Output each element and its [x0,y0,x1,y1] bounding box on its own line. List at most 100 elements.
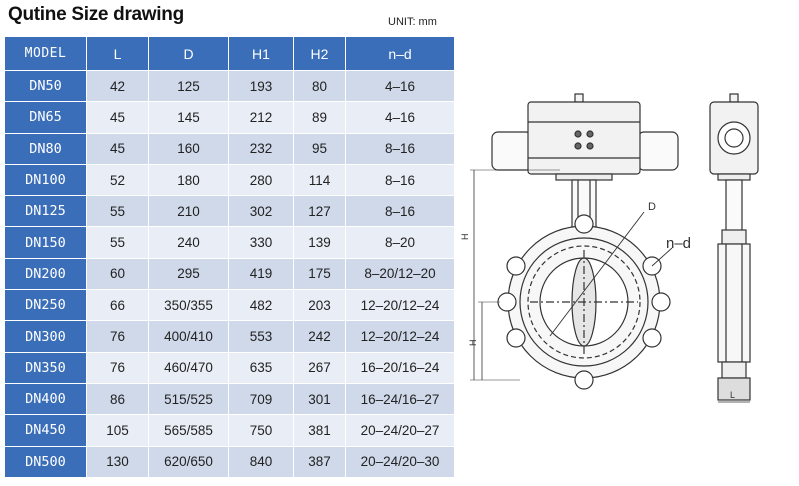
cell-h2: 95 [293,132,346,165]
cell-h2: 127 [293,195,346,228]
cell-model: DN500 [4,445,87,478]
cell-h1: 482 [228,289,294,322]
cell-model: DN100 [4,163,87,197]
column-header-d: D [148,36,229,71]
cell-model: DN50 [4,69,87,103]
cell-model: DN80 [4,132,87,165]
cell-h2: 381 [293,414,346,447]
cell-l: 52 [86,163,149,197]
cell-h1: 709 [228,382,294,416]
valve-body-front [497,214,671,390]
valve-body-side [717,179,751,401]
cell-d: 210 [148,195,229,228]
cell-model: DN65 [4,101,87,134]
cell-model: DN400 [4,382,87,416]
cell-l: 55 [86,195,149,228]
cell-nd: 8–20 [345,226,455,259]
cell-nd: 12–20/12–24 [345,320,455,353]
cell-model: DN200 [4,257,87,291]
cell-h1: 635 [228,351,294,384]
cell-nd: 8–16 [345,163,455,197]
cell-d: 565/585 [148,414,229,447]
cell-h1: 302 [228,195,294,228]
cell-d: 350/355 [148,289,229,322]
cell-h2: 89 [293,101,346,134]
cell-d: 620/650 [148,445,229,478]
cell-nd: 8–16 [345,132,455,165]
cell-h1: 553 [228,320,294,353]
cell-model: DN150 [4,226,87,259]
cell-h2: 387 [293,445,346,478]
cell-model: DN250 [4,289,87,322]
column-header-l: L [86,36,149,71]
label-h1: H [460,234,470,241]
actuator-indicator [574,93,584,103]
cell-nd: 12–20/12–24 [345,289,455,322]
cell-h1: 750 [228,414,294,447]
cell-h2: 267 [293,351,346,384]
cell-h1: 212 [228,101,294,134]
cell-d: 145 [148,101,229,134]
cell-h1: 280 [228,163,294,197]
cell-l: 42 [86,69,149,103]
cell-h2: 114 [293,163,346,197]
cell-l: 45 [86,132,149,165]
cell-d: 295 [148,257,229,291]
cell-h1: 232 [228,132,294,165]
cell-h2: 203 [293,289,346,322]
cell-nd: 16–24/16–27 [345,382,455,416]
cell-h2: 301 [293,382,346,416]
cell-model: DN450 [4,414,87,447]
cell-h2: 242 [293,320,346,353]
cell-model: DN300 [4,320,87,353]
label-h2: H [468,340,478,347]
cell-nd: 8–20/12–20 [345,257,455,291]
cell-l: 60 [86,257,149,291]
cell-l: 55 [86,226,149,259]
cell-d: 515/525 [148,382,229,416]
unit-label: UNIT: mm [388,16,437,28]
actuator-front [491,101,679,175]
page-title: Qutine Size drawing [8,4,184,25]
cell-l: 105 [86,414,149,447]
cell-l: 76 [86,320,149,353]
cell-h1: 840 [228,445,294,478]
cell-h2: 139 [293,226,346,259]
cell-h2: 80 [293,69,346,103]
table-header-row: MODEL L D H1 H2 n–d [4,36,455,71]
cell-d: 400/410 [148,320,229,353]
cell-d: 240 [148,226,229,259]
cell-h1: 193 [228,69,294,103]
cell-model: DN125 [4,195,87,228]
cell-model: DN350 [4,351,87,384]
cell-l: 45 [86,101,149,134]
label-l: L [730,390,735,400]
cell-d: 160 [148,132,229,165]
cell-l: 76 [86,351,149,384]
cell-d: 180 [148,163,229,197]
column-header-h2: H2 [293,36,346,71]
cell-h1: 419 [228,257,294,291]
cell-d: 125 [148,69,229,103]
column-header-h1: H1 [228,36,294,71]
cell-nd: 8–16 [345,195,455,228]
cell-h1: 330 [228,226,294,259]
valve-drawing: D n–d H H L [460,93,759,403]
cell-nd: 20–24/20–30 [345,445,455,478]
label-d: D [648,201,656,213]
cell-nd: 4–16 [345,69,455,103]
label-nd: n–d [666,235,691,252]
cell-l: 66 [86,289,149,322]
